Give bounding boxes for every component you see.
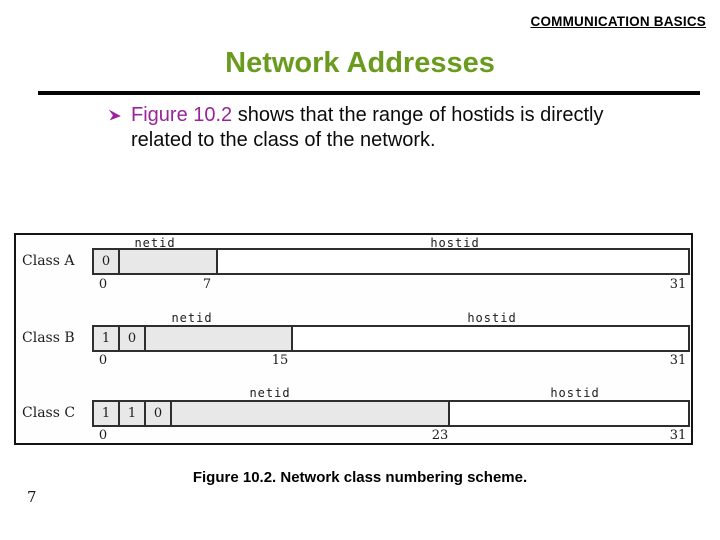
class-b-hostid-segment: [293, 327, 688, 350]
bullet-item: Figure 10.2 shows that the range of host…: [106, 103, 616, 153]
bit-tick: 23: [431, 428, 449, 443]
bullet-text-rest: shows that the range of hostids is direc…: [131, 104, 604, 151]
bit-tick: 0: [98, 353, 108, 368]
bit-cell: 1: [94, 327, 120, 350]
class-a-bar: 0: [92, 248, 690, 275]
page-number: 7: [27, 488, 37, 506]
bit-tick: 0: [98, 428, 108, 443]
hostid-label: hostid: [550, 386, 600, 400]
hostid-label: hostid: [467, 311, 517, 325]
netid-label: netid: [134, 236, 176, 250]
class-c-bar: 1 1 0: [92, 400, 690, 427]
title-divider: [38, 91, 700, 95]
class-a-label: Class A: [22, 253, 75, 269]
bit-tick: 0: [98, 277, 108, 292]
figure-10-2: netid hostid Class A 0 0 7 31 netid host…: [14, 233, 693, 445]
class-b-bar: 1 0: [92, 325, 690, 352]
class-b-label: Class B: [22, 330, 75, 346]
netid-label: netid: [171, 311, 213, 325]
page-title: Network Addresses: [225, 47, 495, 79]
course-header: COMMUNICATION BASICS: [530, 14, 706, 29]
class-c-hostid-segment: [450, 402, 688, 425]
class-c-label: Class C: [22, 405, 76, 421]
bit-cell: 0: [120, 327, 146, 350]
bit-tick: 31: [669, 428, 687, 443]
bit-cell: 0: [146, 402, 172, 425]
figure-reference: Figure 10.2: [131, 104, 233, 126]
bit-tick: 31: [669, 353, 687, 368]
class-a-hostid-segment: [218, 250, 688, 273]
class-b-netid-segment: 1 0: [94, 327, 293, 350]
class-a-netid-segment: 0: [94, 250, 218, 273]
netid-label: netid: [249, 386, 291, 400]
bit-tick: 15: [271, 353, 289, 368]
class-c-netid-segment: 1 1 0: [94, 402, 450, 425]
bit-cell: 1: [94, 402, 120, 425]
bit-cell: 0: [94, 250, 120, 273]
bit-cell: 1: [120, 402, 146, 425]
arrow-bullet-icon: [106, 107, 123, 124]
bullet-text: Figure 10.2 shows that the range of host…: [131, 103, 616, 153]
bit-tick: 31: [669, 277, 687, 292]
figure-caption: Figure 10.2. Network class numbering sch…: [192, 469, 528, 486]
hostid-label: hostid: [430, 236, 480, 250]
bit-tick: 7: [202, 277, 212, 292]
